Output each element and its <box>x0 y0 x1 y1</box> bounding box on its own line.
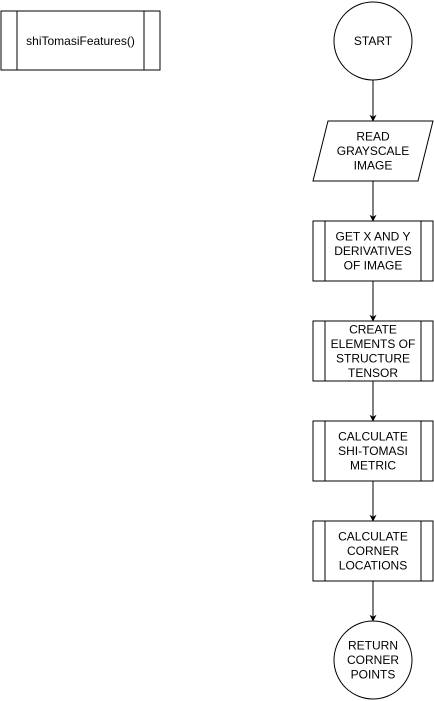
label-line: CORNER <box>347 653 399 667</box>
label-line: LOCATIONS <box>339 559 407 573</box>
label-line: CREATE <box>349 322 397 336</box>
label-line: READ <box>356 130 390 144</box>
label-line: TENSOR <box>348 366 398 380</box>
start-label: START <box>354 34 393 48</box>
label-line: STRUCTURE <box>336 351 410 365</box>
label-line: SHI-TOMASI <box>338 444 408 458</box>
label-line: DERIVATIVES <box>334 244 412 258</box>
label-line: OF IMAGE <box>344 259 403 273</box>
label-line: METRIC <box>350 459 396 473</box>
label-line: ELEMENTS OF <box>331 337 416 351</box>
label-line: CORNER <box>347 544 399 558</box>
start-terminal: START <box>333 1 413 81</box>
label-line: CALCULATE <box>338 530 408 544</box>
label-line: GET X AND Y <box>336 230 411 244</box>
function-name-label: shiTomasiFeatures() <box>26 34 135 48</box>
label-line: START <box>354 34 393 48</box>
label-line: POINTS <box>351 668 396 682</box>
label-line: CALCULATE <box>338 430 408 444</box>
label-line: RETURN <box>348 639 398 653</box>
label-line: IMAGE <box>354 159 393 173</box>
function-name-box: shiTomasiFeatures() <box>0 10 161 71</box>
label-line: GRAYSCALE <box>337 144 409 158</box>
